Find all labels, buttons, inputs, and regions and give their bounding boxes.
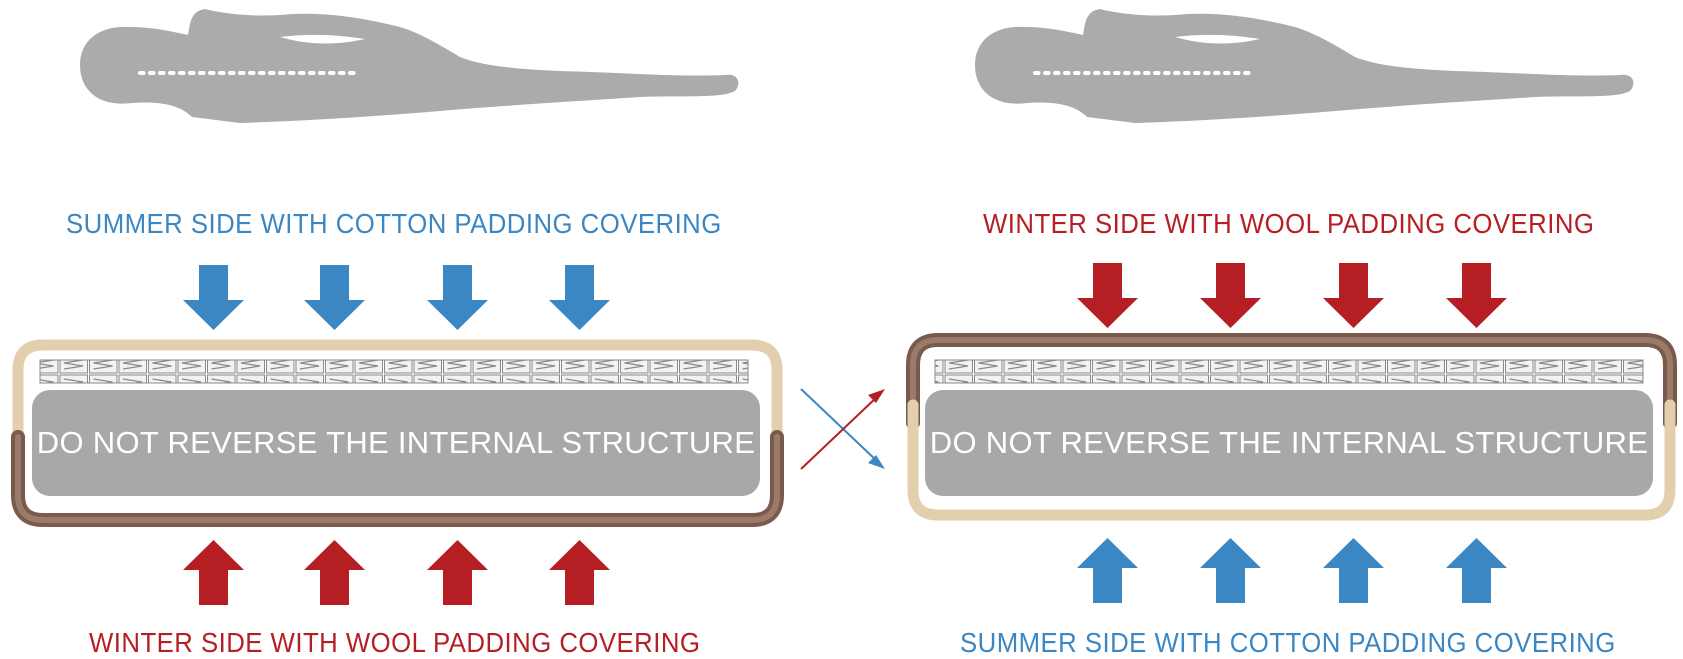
right-cotton-border: [907, 399, 1676, 521]
right-person-silhouette-icon: [975, 9, 1634, 123]
right-core-label: DO NOT REVERSE THE INTERNAL STRUCTURE: [929, 425, 1649, 460]
arrow-up-icon: [304, 540, 365, 605]
arrow-down-icon: [427, 265, 488, 330]
left-person-silhouette-icon: [80, 9, 739, 123]
arrow-up-icon: [1077, 538, 1138, 603]
arrow-up-icon: [183, 540, 244, 605]
left-winter-arrows: [183, 540, 610, 605]
arrow-down-icon: [1200, 263, 1261, 328]
arrow-down-icon: [304, 265, 365, 330]
right-mattress: [906, 333, 1677, 521]
left-spring-layer-icon: [39, 359, 749, 384]
arrow-up-icon: [427, 540, 488, 605]
right-top-label: WINTER SIDE WITH WOOL PADDING COVERING: [983, 208, 1595, 239]
right-core: [925, 390, 1653, 496]
left-bottom-label: WINTER SIDE WITH WOOL PADDING COVERING: [89, 627, 701, 658]
swap-cross-arrows-icon: [800, 388, 885, 470]
left-core-label: DO NOT REVERSE THE INTERNAL STRUCTURE: [36, 425, 756, 460]
arrow-up-icon: [1323, 538, 1384, 603]
arrow-up-icon: [1446, 538, 1507, 603]
arrow-up-icon: [549, 540, 610, 605]
right-summer-arrows: [1077, 538, 1507, 603]
arrow-down-icon: [1077, 263, 1138, 328]
left-cotton-border: [12, 339, 783, 461]
arrow-down-icon: [183, 265, 244, 330]
left-core: [32, 390, 760, 496]
right-spring-layer-icon: [934, 359, 1644, 384]
arrow-down-icon: [1323, 263, 1384, 328]
right-bottom-label: SUMMER SIDE WITH COTTON PADDING COVERING: [960, 627, 1616, 658]
arrow-up-icon: [1200, 538, 1261, 603]
left-top-label: SUMMER SIDE WITH COTTON PADDING COVERING: [66, 208, 722, 239]
left-summer-arrows: [183, 265, 610, 330]
arrow-down-icon: [549, 265, 610, 330]
arrow-down-icon: [1446, 263, 1507, 328]
right-winter-arrows: [1077, 263, 1507, 328]
left-mattress: [11, 339, 784, 527]
